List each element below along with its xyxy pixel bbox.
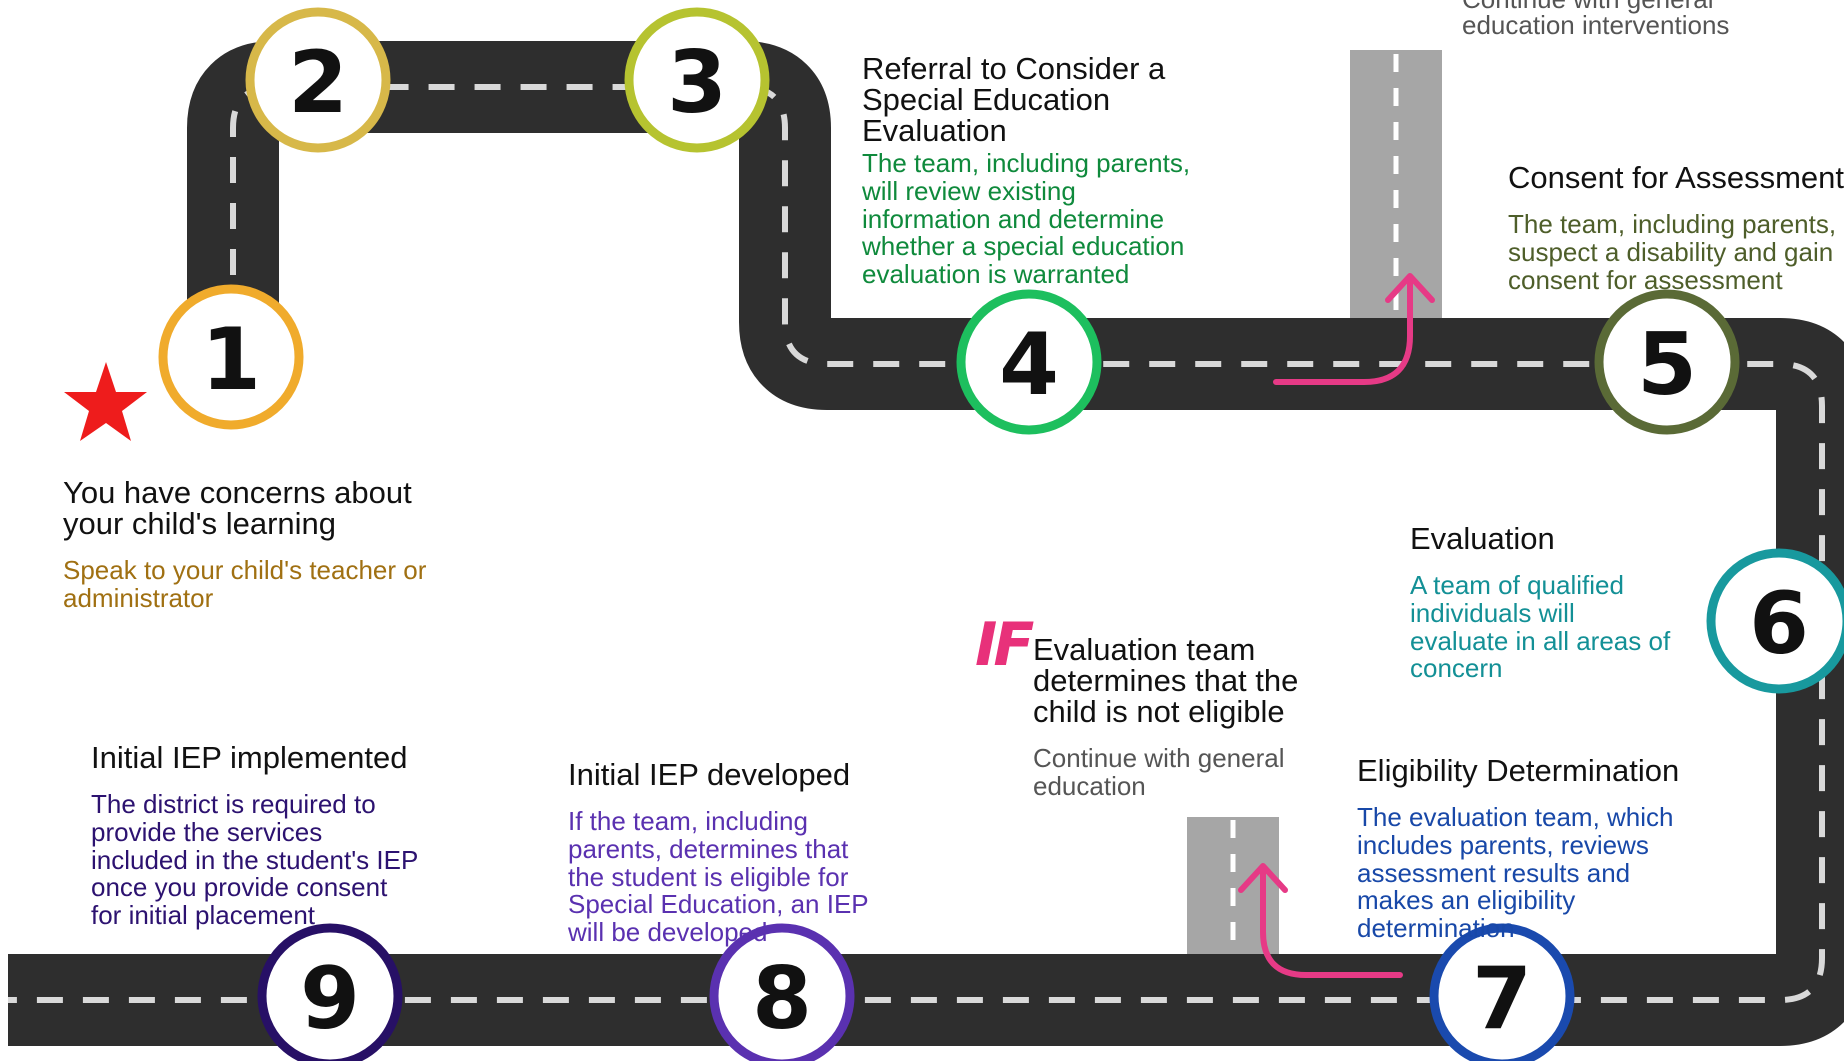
step-3-number: 3 [667, 33, 727, 133]
step-7-title: Eligibility Determination [1357, 753, 1680, 788]
step-6-number: 6 [1749, 574, 1809, 674]
step-1-circle [158, 284, 304, 430]
branch-bottom-body: Continue with general education [1033, 743, 1285, 801]
step-circles: 1 2 3 4 5 6 7 8 9 [158, 7, 1844, 1061]
step-4-circle [956, 289, 1102, 435]
step-7-number: 7 [1472, 949, 1532, 1049]
step-5-marker: 5 [1594, 289, 1740, 435]
step-7-body: The evaluation team, which includes pare… [1357, 802, 1674, 944]
step-8-text: Initial IEP developed If the team, inclu… [568, 743, 869, 963]
step-8-number: 8 [752, 949, 812, 1049]
branch-top-text: Continue with general education interven… [1462, 0, 1730, 40]
step-5-circle [1594, 289, 1740, 435]
step-8-circle [709, 923, 855, 1061]
if-label: IF [975, 610, 1034, 680]
step-1-number: 1 [201, 310, 261, 410]
step-2-circle [245, 7, 391, 153]
step-5-number: 5 [1637, 315, 1697, 415]
step-9-marker: 9 [257, 923, 403, 1061]
branch-arrow-up-top [1273, 273, 1435, 385]
step-3-text: Referral to Consider a Special Education… [862, 37, 1165, 162]
step-9-number: 9 [300, 949, 360, 1049]
step-4-text: The team, including parents, will review… [862, 132, 1190, 305]
step-3-circle [624, 7, 770, 153]
star-icon [64, 362, 147, 441]
step-7-marker: 7 [1429, 923, 1575, 1061]
step-1-text: You have concerns about your child's lea… [63, 461, 426, 629]
step-1-body: Speak to your child's teacher or adminis… [63, 555, 427, 613]
step-5-body: The team, including parents, suspect a d… [1508, 209, 1837, 295]
step-4-marker: 4 [956, 289, 1102, 435]
step-9-text: Initial IEP implemented The district is … [91, 726, 418, 946]
step-1-title: You have concerns about your child's lea… [63, 475, 412, 541]
step-5-text: Consent for Assessment The team, includi… [1508, 146, 1844, 310]
step-6-marker: 6 [1706, 548, 1844, 694]
step-8-body: If the team, including parents, determin… [568, 806, 869, 948]
step-6-body: A team of qualified individuals will eva… [1410, 570, 1671, 684]
branch-arrow-up-bottom [1238, 863, 1403, 978]
step-5-title: Consent for Assessment [1508, 160, 1844, 195]
step-4-body: The team, including parents, will review… [862, 148, 1191, 290]
branch-bottom-title: Evaluation team determines that the chil… [1033, 632, 1299, 729]
step-2-marker: 2 [245, 7, 391, 153]
step-8-marker: 8 [709, 923, 855, 1061]
branch-bottom-text: Evaluation team determines that the chil… [1033, 618, 1298, 817]
step-1-marker: 1 [158, 284, 304, 430]
step-7-circle [1429, 923, 1575, 1061]
step-3-title: Referral to Consider a Special Education… [862, 51, 1166, 148]
step-9-body: The district is required to provide the … [91, 789, 419, 931]
side-road-top [1350, 50, 1442, 320]
step-6-title: Evaluation [1410, 521, 1555, 556]
step-6-text: Evaluation A team of qualified individua… [1410, 507, 1670, 699]
step-6-circle [1706, 548, 1844, 694]
step-3-marker: 3 [624, 7, 770, 153]
step-4-number: 4 [999, 315, 1059, 415]
step-8-title: Initial IEP developed [568, 757, 851, 792]
step-2-number: 2 [288, 33, 348, 133]
step-9-title: Initial IEP implemented [91, 740, 408, 775]
step-9-circle [257, 923, 403, 1061]
step-7-text: Eligibility Determination The evaluation… [1357, 739, 1679, 959]
